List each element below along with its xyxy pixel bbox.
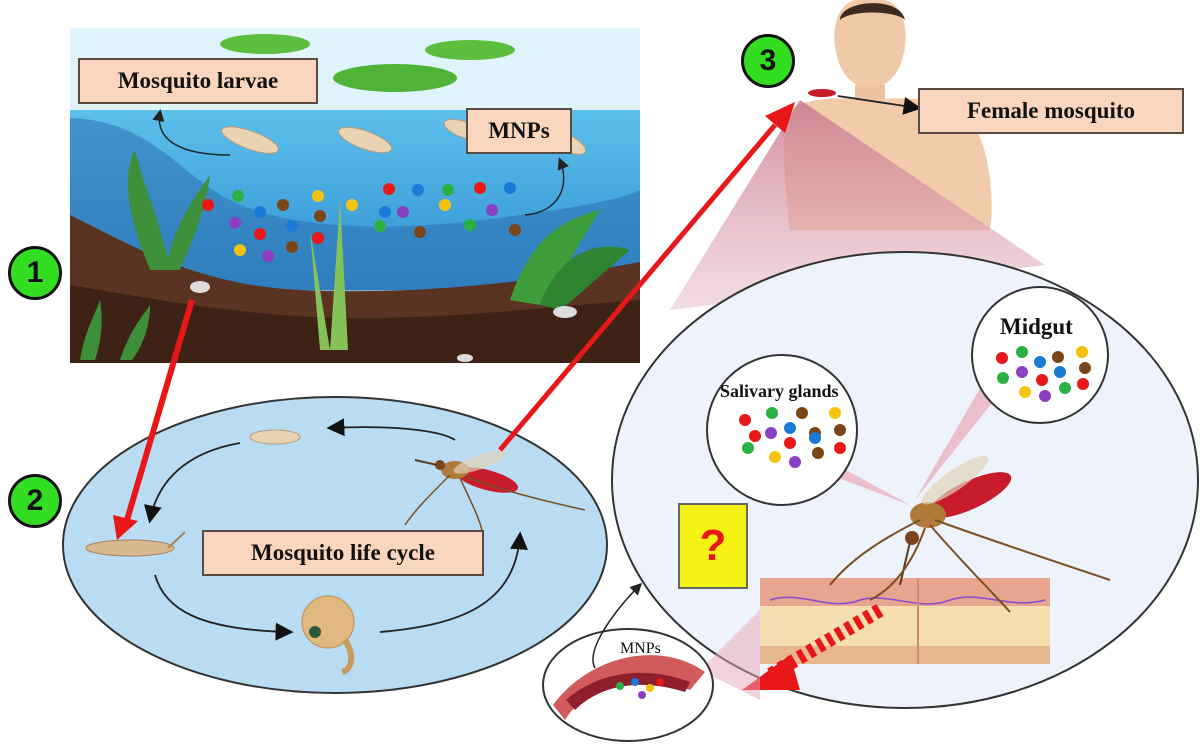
cycle-arrows: [144, 418, 528, 641]
mnps-blood-label: MNPs: [620, 640, 661, 657]
larva-stage-icon: [85, 531, 186, 557]
lily-pad: [333, 64, 457, 92]
question-mark-box: ?: [678, 503, 748, 589]
step-1-badge: 1: [8, 246, 62, 300]
step-2-badge: 2: [8, 474, 62, 528]
mnp-particles: [202, 182, 521, 262]
adult-mosquito-icon: [404, 450, 586, 531]
mnps-water-label: MNPs: [466, 108, 572, 154]
blood-vessel-icon: [553, 655, 705, 720]
lily-pad: [425, 40, 515, 60]
mosquito-biting-icon: [829, 455, 1111, 613]
step-3-badge: 3: [741, 34, 795, 88]
salivary-glands-label: Salivary glands: [720, 381, 839, 401]
midgut-label: Midgut: [1000, 314, 1073, 339]
mosquito-larvae-label: Mosquito larvae: [78, 58, 318, 104]
lily-pad: [220, 34, 310, 54]
midgut-bubble: [971, 286, 1109, 424]
red-arrows: [113, 102, 795, 540]
salivary-bubble: [706, 354, 858, 506]
pupa-stage-icon: [301, 595, 355, 675]
salivary-particles: [739, 407, 846, 468]
life-cycle-label: Mosquito life cycle: [202, 530, 484, 576]
female-mosquito-label: Female mosquito: [918, 88, 1184, 134]
midgut-particles: [996, 346, 1091, 402]
small-mosquito-icon: [808, 89, 836, 97]
egg-icon: [249, 429, 301, 445]
water-plant-icon: [80, 150, 630, 360]
skin-tissue: [760, 578, 1050, 664]
